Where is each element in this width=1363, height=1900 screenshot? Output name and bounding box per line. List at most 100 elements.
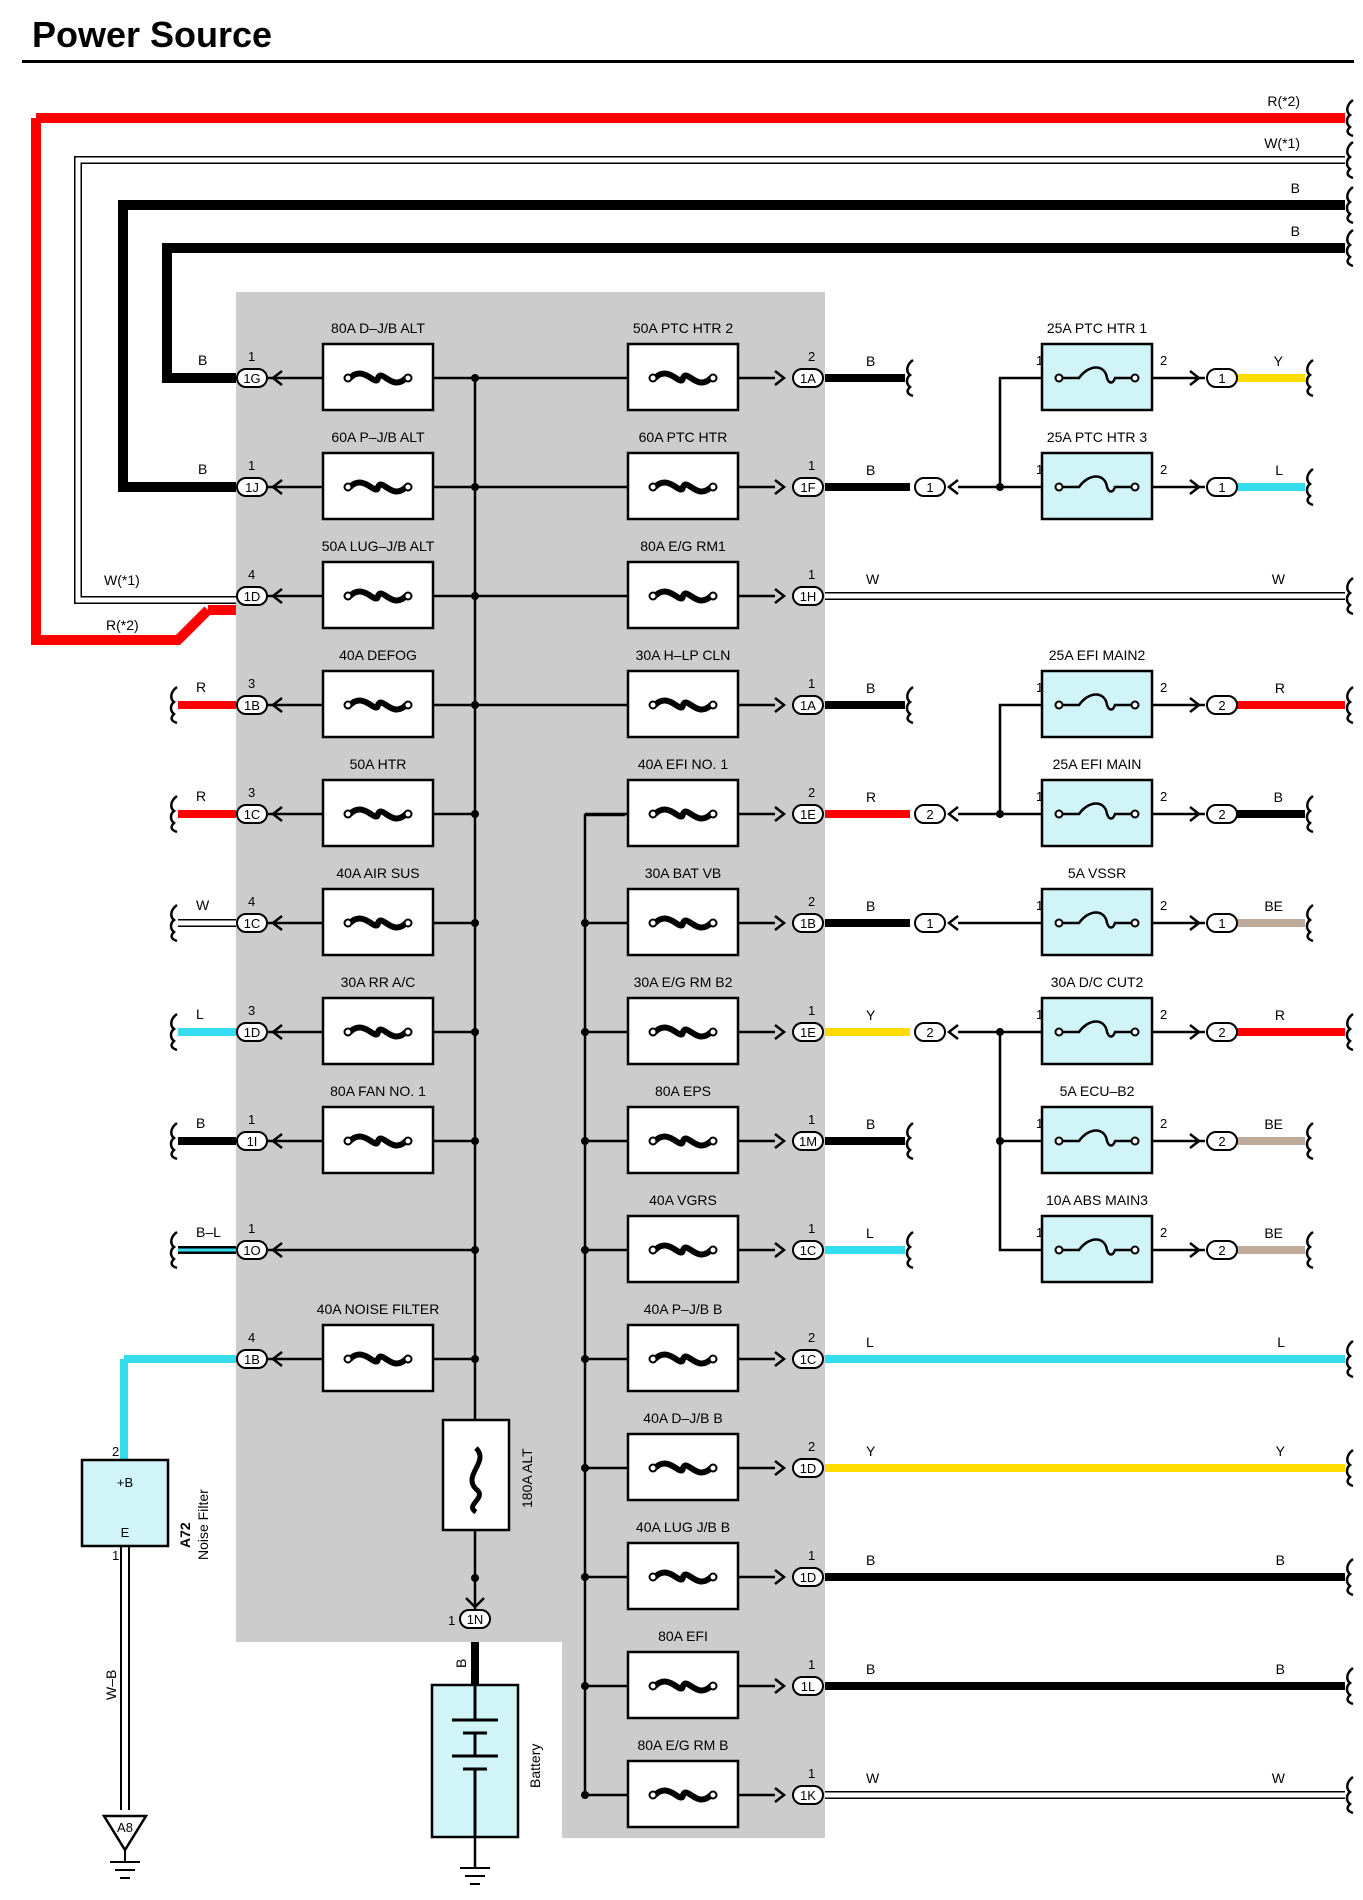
- junction-dot: [581, 919, 589, 927]
- pin-number: 2: [808, 349, 815, 364]
- connector: [1206, 1022, 1238, 1042]
- battery-label: Battery: [527, 1744, 543, 1788]
- fuse-terminal: [1130, 1136, 1140, 1146]
- wire-break: [905, 358, 915, 398]
- fuse-terminal: [648, 1136, 658, 1146]
- arrow-right: [774, 1460, 787, 1476]
- component-code: A72: [177, 1522, 193, 1548]
- fuse-link: [1061, 693, 1133, 711]
- connector: [236, 586, 268, 606]
- connector-label: 1A: [800, 698, 816, 713]
- connector-label: 1G: [243, 371, 260, 386]
- fuse-link: [652, 1678, 714, 1694]
- wire-color-label: W–B: [103, 1670, 119, 1700]
- junction-dot: [581, 1137, 589, 1145]
- junction-dot: [581, 1791, 589, 1799]
- connector: [792, 586, 824, 606]
- connector-label: 1F: [800, 480, 815, 495]
- connector-label: 1: [1218, 480, 1225, 495]
- connector: [792, 1458, 824, 1478]
- component-label: Noise Filter: [195, 1489, 211, 1560]
- alt-fuse-label: 180A ALT: [519, 1448, 535, 1508]
- fuse-name: 10A ABS MAIN3: [1046, 1192, 1148, 1208]
- pin-number: 2: [1160, 789, 1167, 804]
- arrow-left: [946, 806, 959, 822]
- fuse-link: [1061, 475, 1133, 493]
- connector-label: 2: [1218, 698, 1225, 713]
- fuse-name: 30A BAT VB: [645, 865, 722, 881]
- connector-label: 1N: [467, 1612, 484, 1627]
- connector-label: 1: [926, 480, 933, 495]
- connector: [792, 1567, 824, 1587]
- pin-number: 1: [1036, 1007, 1043, 1022]
- fuse-name: 40A P–J/B B: [644, 1301, 723, 1317]
- fuse-name: 5A ECU–B2: [1060, 1083, 1135, 1099]
- connector: [792, 1240, 824, 1260]
- terminal-label: +B: [117, 1475, 133, 1490]
- fuse-name: 40A DEFOG: [339, 647, 417, 663]
- connector: [792, 913, 824, 933]
- pin-number: 1: [1036, 1225, 1043, 1240]
- bus-label: B: [1291, 180, 1300, 196]
- pin-number: 4: [248, 894, 255, 909]
- arrow-left: [270, 1024, 283, 1040]
- junction-dot: [581, 1464, 589, 1472]
- fuse-link: [347, 1133, 409, 1149]
- junction-dot: [996, 1028, 1004, 1036]
- connector-label: 1B: [244, 1352, 260, 1367]
- connector-label: 1: [926, 916, 933, 931]
- pin-number: 3: [248, 676, 255, 691]
- fuse-name: 30A E/G RM B2: [634, 974, 733, 990]
- fuse-name: 80A EFI: [658, 1628, 708, 1644]
- arrow-left: [270, 1351, 283, 1367]
- wire-end-label: Y: [1276, 1443, 1286, 1459]
- connector: [1206, 804, 1238, 824]
- arrow-right: [1189, 806, 1202, 822]
- arrow-left: [270, 479, 283, 495]
- fuse-terminal: [403, 373, 413, 383]
- wire-color-label: Y: [866, 1007, 876, 1023]
- arrow-left: [270, 370, 283, 386]
- wire-color-label: W: [866, 571, 880, 587]
- junction-dot: [471, 1355, 479, 1363]
- fuse-link: [1061, 1238, 1133, 1256]
- pin-number: 2: [808, 1439, 815, 1454]
- arrow-right: [774, 1351, 787, 1367]
- fuse-link: [347, 479, 409, 495]
- wire-color-label: B: [866, 462, 875, 478]
- wire-break: [1305, 903, 1315, 943]
- bus-label: R(*2): [1267, 93, 1300, 109]
- pin-number: 2: [1160, 1225, 1167, 1240]
- connector: [1206, 1240, 1238, 1260]
- fuse-terminal: [1130, 482, 1140, 492]
- connector: [1206, 368, 1238, 388]
- fuse-terminal: [708, 482, 718, 492]
- arrow-right: [1189, 479, 1202, 495]
- fuse-name: 5A VSSR: [1068, 865, 1126, 881]
- fuse-terminal: [648, 918, 658, 928]
- bus-wire-black: [162, 243, 1345, 383]
- pin-number: 3: [248, 1003, 255, 1018]
- connector: [1206, 695, 1238, 715]
- connector-label: 1D: [244, 1025, 261, 1040]
- fuse-name: 25A EFI MAIN: [1053, 756, 1142, 772]
- fuse-terminal: [708, 1245, 718, 1255]
- connector: [236, 1022, 268, 1042]
- connector-label: 1: [1218, 916, 1225, 931]
- wire-color-label: B: [866, 1661, 875, 1677]
- fuse-name: 50A LUG–J/B ALT: [322, 538, 435, 554]
- fuse-terminal: [343, 1136, 353, 1146]
- battery-cells: [452, 1685, 498, 1837]
- wire-break: [1345, 685, 1355, 725]
- fuse-name: 25A PTC HTR 3: [1047, 429, 1148, 445]
- fuse-link: [652, 806, 714, 822]
- connector: [792, 368, 824, 388]
- pin-number: 2: [1160, 680, 1167, 695]
- alt-fuse-body: [441, 1418, 511, 1532]
- fuse-link: [652, 1787, 714, 1803]
- arrow-right: [774, 1242, 787, 1258]
- connector: [792, 1349, 824, 1369]
- fuse-link: [652, 1351, 714, 1367]
- pin-number: 1: [808, 1003, 815, 1018]
